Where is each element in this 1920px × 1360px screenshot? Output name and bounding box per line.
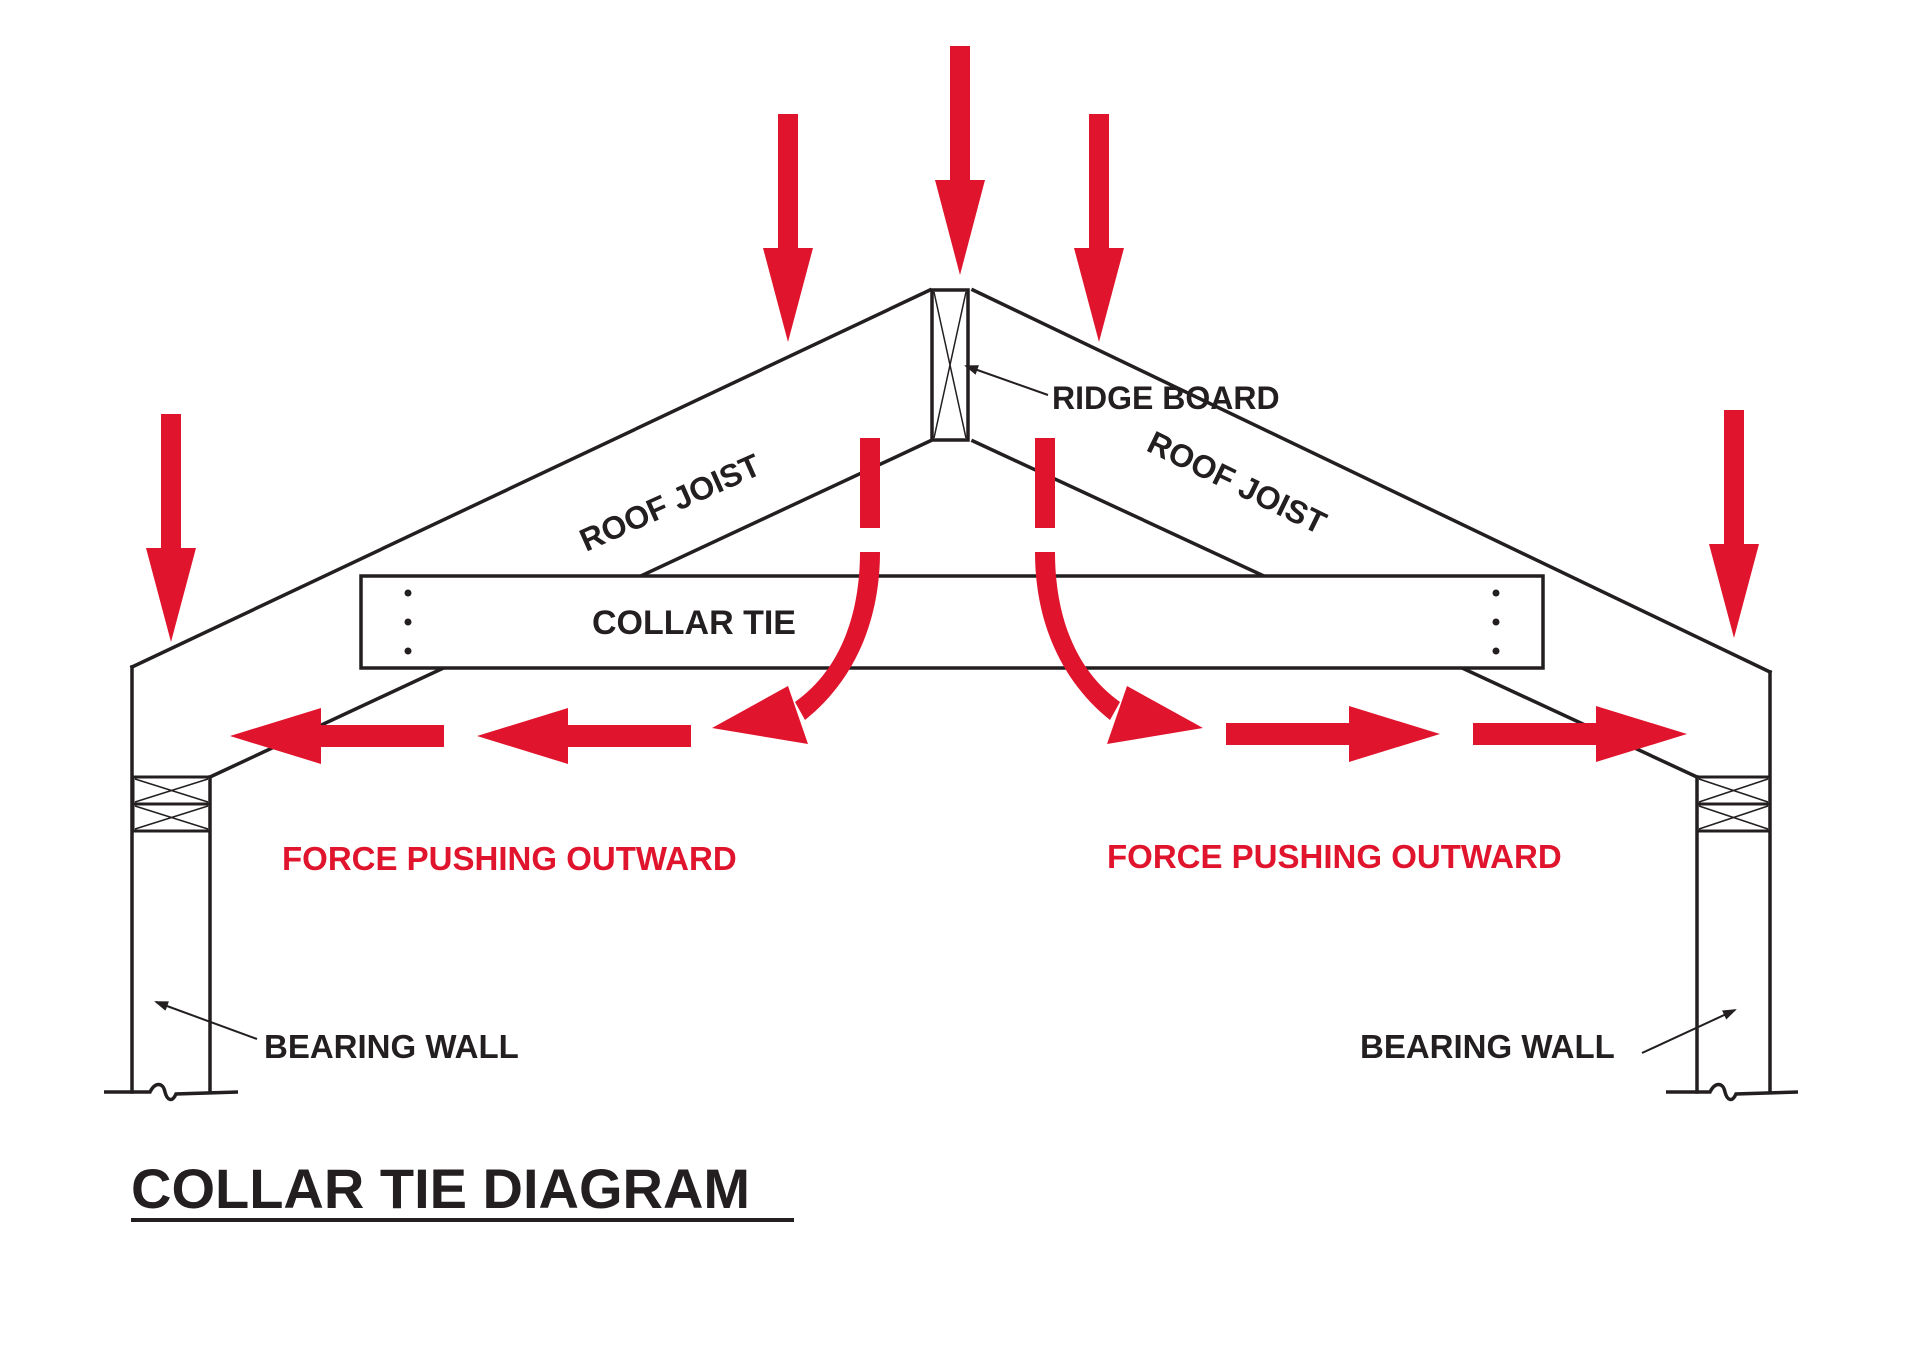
top-plate-right (1695, 775, 1772, 833)
ridge-board-leader (964, 365, 1049, 396)
ridge-board (930, 288, 970, 442)
bearing-wall-right-leader (1641, 1009, 1737, 1054)
nail-dots-right (1492, 589, 1500, 655)
force-arrow-right-1 (1226, 706, 1440, 762)
force-right-label: FORCE PUSHING OUTWARD (1107, 838, 1562, 875)
load-arrow-left-upper (763, 114, 813, 342)
force-arrow-left-1 (230, 708, 444, 764)
leader-lines (154, 365, 1737, 1054)
floor-break-left (104, 1082, 239, 1102)
roof-structure (129, 287, 1773, 1094)
bearing-wall-right-label: BEARING WALL (1360, 1028, 1615, 1065)
diagram-title: COLLAR TIE DIAGRAM (131, 1157, 750, 1220)
force-left-label: FORCE PUSHING OUTWARD (282, 840, 737, 877)
load-arrow-center (935, 46, 985, 275)
load-arrows (146, 46, 1759, 642)
roof-joist-left-label: ROOF JOIST (574, 446, 766, 558)
collar-tie-label: COLLAR TIE (592, 604, 796, 642)
ridge-board-label: RIDGE BOARD (1052, 380, 1280, 416)
force-arrows (230, 438, 1687, 764)
roof-joist-left-top-edge (129, 287, 933, 670)
bearing-wall-left-leader (154, 1001, 258, 1040)
floor-break-right (1666, 1082, 1799, 1102)
force-arrow-right-2 (1473, 706, 1687, 762)
roof-joist-right-label: ROOF JOIST (1142, 424, 1332, 542)
collar-tie-board (359, 574, 1545, 670)
bearing-wall-left-label: BEARING WALL (264, 1028, 519, 1065)
force-arrow-left-2 (477, 708, 691, 764)
force-arrow-left-curved (712, 438, 880, 744)
nail-dots-left (404, 589, 412, 655)
load-arrow-left-eave (146, 414, 196, 642)
roof-joist-right-top-edge (970, 287, 1773, 675)
load-arrow-right-upper (1074, 114, 1124, 342)
top-plate-left (131, 775, 212, 833)
load-arrow-right-eave (1709, 410, 1759, 638)
force-arrow-right-curved (1035, 438, 1203, 744)
